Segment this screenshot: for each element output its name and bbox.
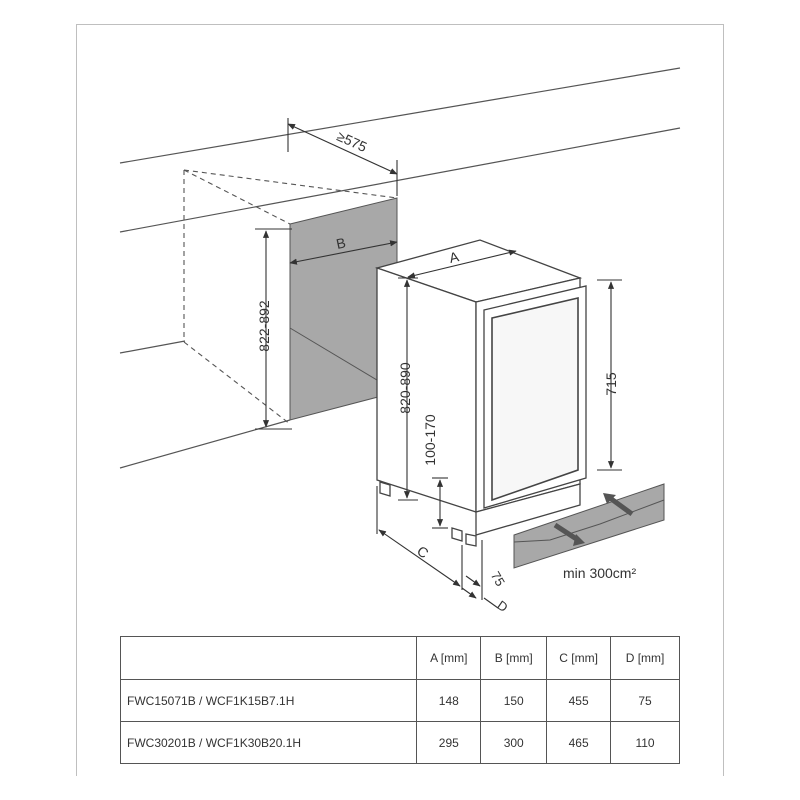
vent-area-label: min 300cm² xyxy=(563,565,636,581)
table-row: FWC15071B / WCF1K15B7.1H 148 150 455 75 xyxy=(119,679,680,722)
b-cell: 150 xyxy=(480,679,548,722)
d-cell: 75 xyxy=(610,679,680,722)
foot-front xyxy=(465,533,477,547)
depth-niche-label: ≥575 xyxy=(335,128,370,155)
a-cell: 295 xyxy=(416,721,482,764)
vent-grille xyxy=(513,483,665,569)
leg-height-label: 100-170 xyxy=(422,414,438,466)
foot-left xyxy=(379,481,391,497)
header-d: D [mm] xyxy=(610,636,680,680)
header-c: C [mm] xyxy=(546,636,612,680)
frame-top-border xyxy=(76,24,724,25)
width-b-label: B xyxy=(335,234,347,252)
a-cell: 148 xyxy=(416,679,482,722)
dimension-lines xyxy=(255,118,622,609)
table-row: FWC30201B / WCF1K30B20.1H 295 300 465 11… xyxy=(119,721,680,764)
header-a: A [mm] xyxy=(416,636,482,680)
c-cell: 465 xyxy=(546,721,612,764)
door-height-label: 715 xyxy=(603,372,619,396)
c-cell: 455 xyxy=(546,679,612,722)
cooler-side xyxy=(376,267,477,513)
d-cell: 110 xyxy=(610,721,680,764)
header-b: B [mm] xyxy=(480,636,548,680)
dimensions-table: A [mm] B [mm] C [mm] D [mm] FWC15071B / … xyxy=(119,636,680,764)
b-cell: 300 xyxy=(480,721,548,764)
depth-d-label: D xyxy=(494,597,510,615)
depth-c-label: C xyxy=(414,542,431,561)
model-cell: FWC15071B / WCF1K15B7.1H xyxy=(119,679,418,722)
unit-height-label: 820-890 xyxy=(397,362,413,414)
model-cell: FWC30201B / WCF1K30B20.1H xyxy=(119,721,418,764)
header-model xyxy=(119,636,418,680)
countertop-lines xyxy=(119,67,681,469)
niche-height-label: 822-892 xyxy=(256,300,272,352)
niche-outline xyxy=(183,169,398,425)
frame-left-border xyxy=(76,24,77,776)
table-header-row: A [mm] B [mm] C [mm] D [mm] xyxy=(119,636,680,680)
frame-right-border xyxy=(723,24,724,776)
cooler-glass xyxy=(491,296,579,502)
installation-diagram: ≥575 B A 822-892 820-890 100-170 715 C 7… xyxy=(119,67,681,615)
width-a-label: A xyxy=(448,248,461,266)
foot-right xyxy=(451,527,463,542)
cooler-base xyxy=(475,483,581,536)
gap-75-label: 75 xyxy=(488,569,508,589)
